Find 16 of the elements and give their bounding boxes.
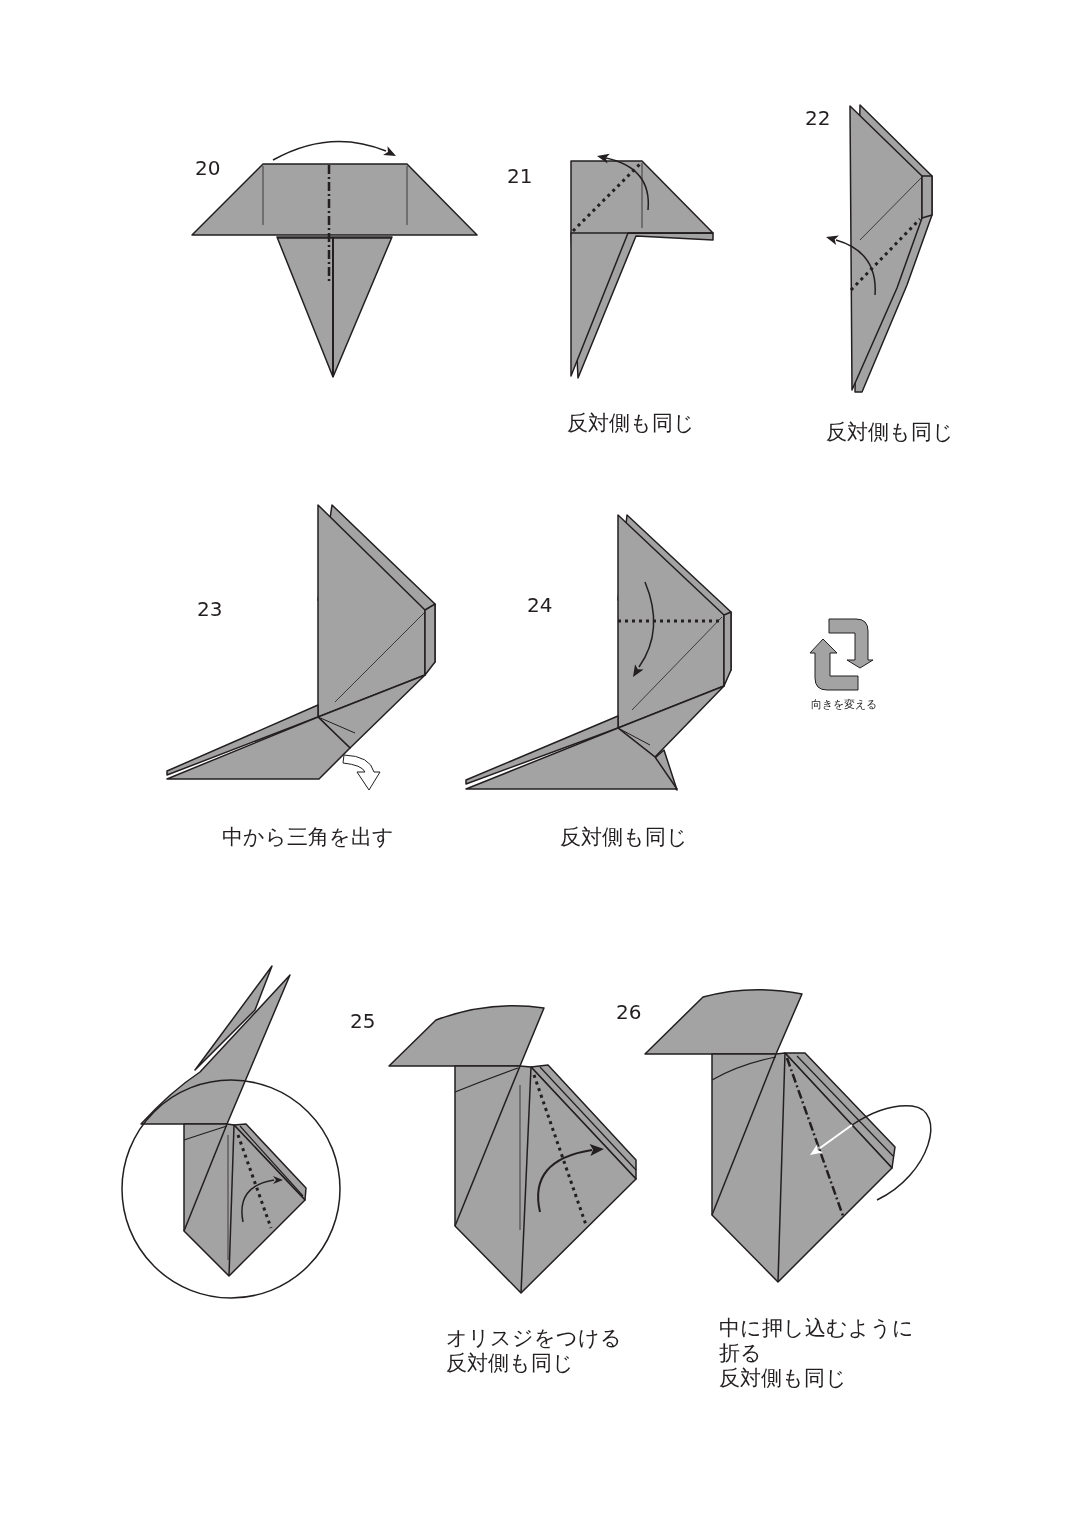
instruction-text: 中に押し込むように折る	[719, 1316, 915, 1367]
instruction-text: オリスジをつける	[446, 1326, 622, 1352]
step-number: 21	[507, 164, 533, 188]
instruction-text: 反対側も同じ	[560, 825, 688, 851]
instruction-text: 反対側も同じ	[567, 411, 695, 437]
step-number: 25	[350, 1009, 376, 1033]
step-number: 23	[197, 597, 223, 621]
step-number: 22	[805, 106, 831, 130]
step-number: 24	[527, 593, 553, 617]
icon-caption: 向きを変える	[811, 698, 877, 712]
instruction-text: 中から三角を出す	[222, 825, 394, 851]
step-number: 26	[616, 1000, 642, 1024]
step-number: 20	[195, 156, 221, 180]
instruction-text: 反対側も同じ	[446, 1351, 574, 1377]
instruction-text: 反対側も同じ	[826, 420, 954, 446]
instruction-text: 反対側も同じ	[719, 1366, 847, 1392]
